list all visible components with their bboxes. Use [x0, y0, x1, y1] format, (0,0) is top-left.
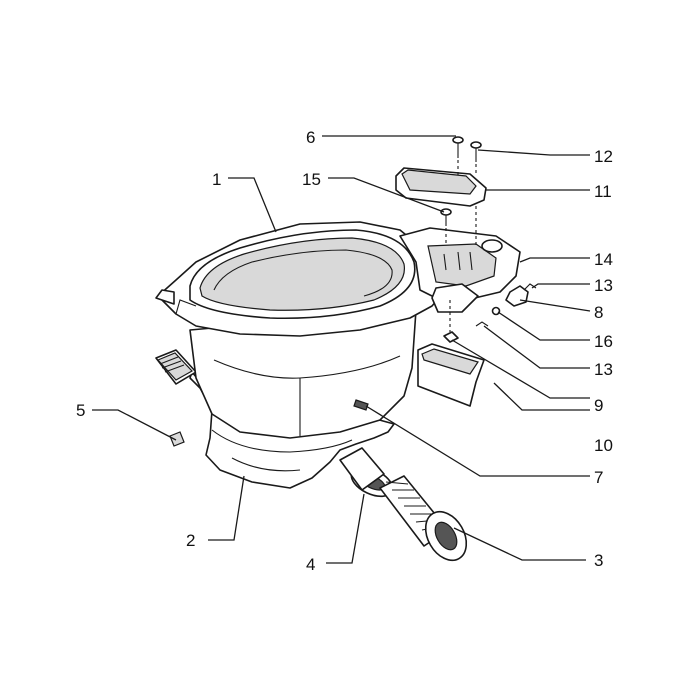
- callout-5: 5: [76, 401, 85, 420]
- nut-9: [443, 331, 459, 343]
- screw-6: [452, 136, 464, 158]
- callout-7: 7: [594, 468, 603, 487]
- callout-1: 1: [212, 170, 221, 189]
- callout-16: 16: [594, 332, 613, 351]
- callout-2: 2: [186, 531, 195, 550]
- callout-11: 11: [594, 182, 612, 201]
- clip-13-bottom: [475, 321, 489, 327]
- leader-lines: [92, 135, 591, 564]
- screw-12: [470, 141, 482, 162]
- assembly-lines: [445, 160, 477, 332]
- callout-15: 15: [302, 170, 321, 189]
- part-10-light-box: [417, 343, 485, 407]
- callout-13-bottom: 13: [594, 360, 613, 379]
- part-14-rear-plate: [399, 227, 521, 313]
- callout-4: 4: [306, 555, 315, 574]
- part-3-corrugated-hose: [379, 475, 468, 562]
- callout-12: 12: [594, 147, 613, 166]
- screw-15: [440, 208, 452, 226]
- callout-14: 14: [594, 250, 613, 269]
- callout-8: 8: [594, 303, 603, 322]
- part-11-cover: [395, 167, 487, 207]
- part-1-helmet-bin: [155, 221, 449, 439]
- callout-6: 6: [306, 128, 315, 147]
- callout-9: 9: [594, 396, 603, 415]
- screw-16: [491, 306, 501, 316]
- callout-13-top: 13: [594, 276, 613, 295]
- callout-10: 10: [594, 436, 613, 455]
- grille-5: [169, 431, 185, 447]
- duct-inlet-grille: [155, 349, 197, 385]
- callout-3: 3: [594, 551, 603, 570]
